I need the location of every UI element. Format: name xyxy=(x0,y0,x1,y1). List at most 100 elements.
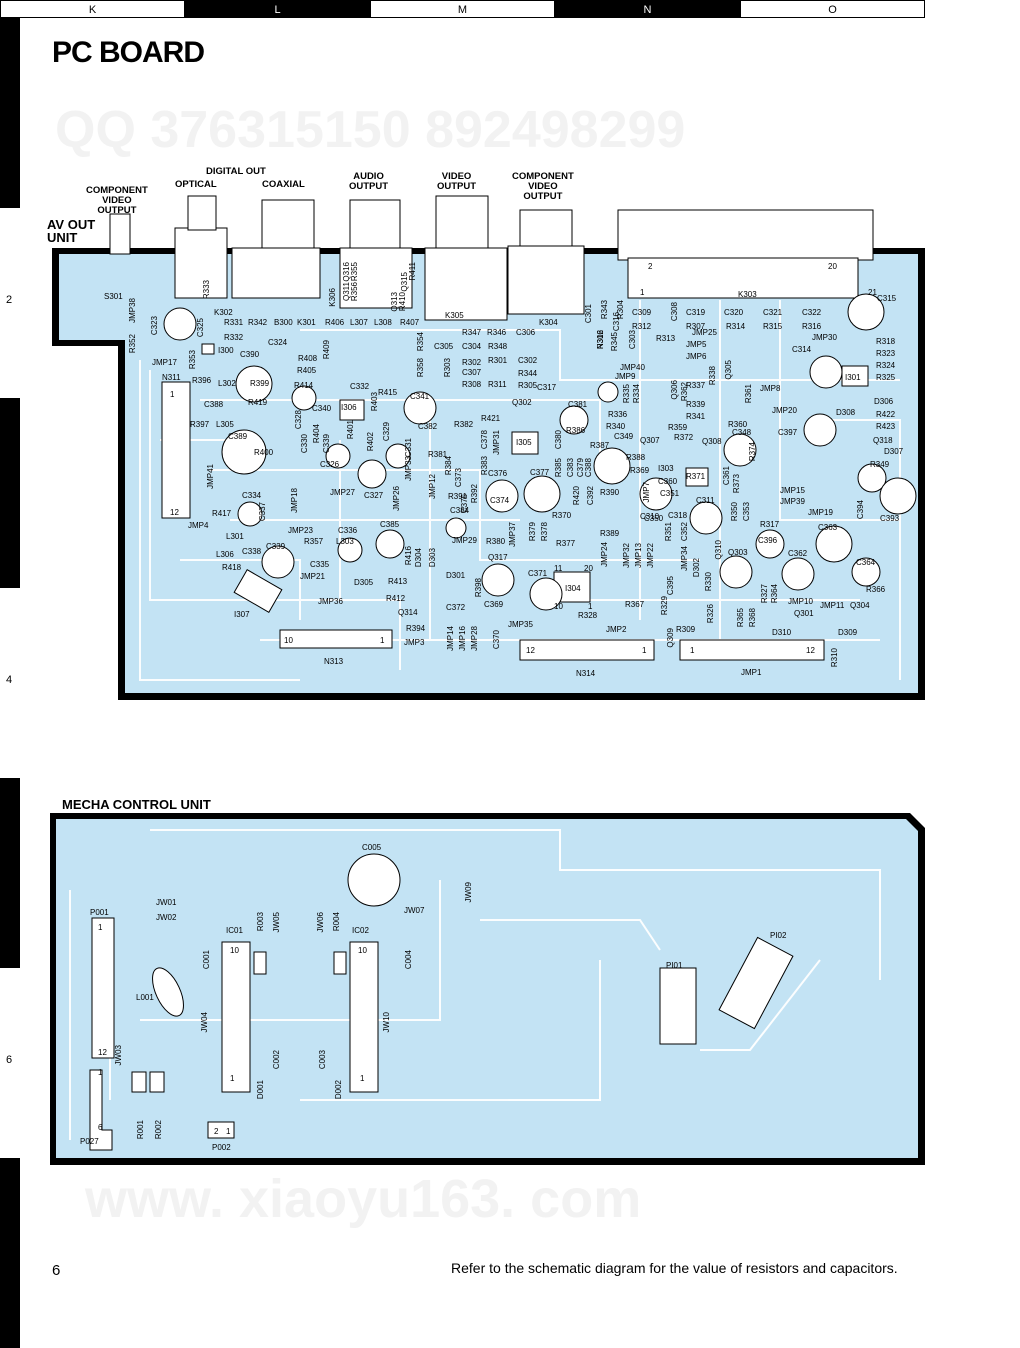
component-ref-label: C318 xyxy=(668,511,688,520)
component-ref-label: L307 xyxy=(350,318,368,327)
component-ref-label: R420 xyxy=(572,486,581,506)
connector-pin-number: 12 xyxy=(806,646,815,655)
component-ref-label: JMP18 xyxy=(290,488,299,513)
grid-row-3: 3 xyxy=(6,484,13,496)
component-ref-label: D309 xyxy=(838,628,858,637)
component-ref-label: I305 xyxy=(516,438,532,447)
component-ref-label: R335 xyxy=(622,384,631,404)
component-ref-label: C348 xyxy=(732,428,752,437)
component-ref-label: C381 xyxy=(568,400,588,409)
page-title: PC BOARD xyxy=(52,36,205,69)
component-ref-label: D307 xyxy=(884,447,904,456)
component-ref-label: R341 xyxy=(686,412,706,421)
component-ref-label: Q309 xyxy=(666,628,675,648)
connector-pin-number: 2 xyxy=(648,262,653,271)
component-ref-label: R417 xyxy=(212,509,232,518)
component-ref-label: C314 xyxy=(792,345,812,354)
component-ref-label: R392 xyxy=(470,484,479,504)
mecha-component-ref-label: PI01 xyxy=(666,961,683,970)
component-ref-label: R331 xyxy=(224,318,244,327)
component-ref-label: R311 xyxy=(488,380,507,389)
component-ref-label: R324 xyxy=(876,361,896,370)
component-ref-label: C385 xyxy=(380,520,400,529)
component-ref-label: JMP31 xyxy=(492,430,501,455)
component-ref-label: JMP40 xyxy=(620,363,645,372)
component-ref-label: C306 xyxy=(516,328,536,337)
component-ref-label: C325 xyxy=(196,318,205,338)
component-ref-label: K304 xyxy=(539,318,558,327)
mecha-component-ref-label: P001 xyxy=(90,908,109,917)
component-ref-label: R378 xyxy=(540,522,549,542)
component-ref-label: R379 xyxy=(528,522,537,542)
component-ref-label: R365 xyxy=(736,608,745,628)
digital-out-text: DIGITAL OUT xyxy=(206,166,266,177)
audio-output-heading: AUDIO OUTPUT xyxy=(349,171,389,192)
component-ref-label: C322 xyxy=(802,308,822,317)
component-ref-label: JMP12 xyxy=(428,474,437,499)
component-ref-label: JMP25 xyxy=(692,328,717,337)
component-ref-label: R373 xyxy=(732,474,741,494)
connector-pin-number: 10 xyxy=(284,636,293,645)
component-ref-label: R374 xyxy=(748,442,757,462)
component-ref-label: JMP6 xyxy=(686,352,707,361)
component-ref-label: R313 xyxy=(656,334,676,343)
component-ref-label: R408 xyxy=(298,354,318,363)
component-ref-label: R337 xyxy=(686,381,706,390)
component-ref-label: D301 xyxy=(446,571,466,580)
component-ref-label: Q304 xyxy=(850,601,870,610)
component-ref-label: R323 xyxy=(876,349,896,358)
mecha-component-ref-label: PI02 xyxy=(770,931,787,940)
component-ref-label: Q314 xyxy=(398,608,418,617)
component-ref-label: C388 xyxy=(204,400,224,409)
component-ref-label: R384 xyxy=(444,456,453,476)
component-ref-label: R423 xyxy=(876,422,896,431)
grid-row-5: 5 xyxy=(6,864,13,876)
component-ref-label: R316 xyxy=(802,322,822,331)
component-ref-label: R329 xyxy=(660,596,669,616)
grid-column-band: K L M N O xyxy=(0,0,925,18)
component-ref-label: R346 xyxy=(487,328,507,337)
component-ref-label: C310 xyxy=(640,512,660,521)
component-ref-label: D304 xyxy=(414,548,423,568)
mecha-component-ref-label: IC02 xyxy=(352,926,369,935)
mecha-pin-number: 1 xyxy=(98,923,103,932)
component-ref-label: C305 xyxy=(434,342,454,351)
component-ref-label: JMP15 xyxy=(780,486,805,495)
mecha-component-ref-label: R001 xyxy=(136,1120,145,1140)
mecha-component-ref-label: JW10 xyxy=(382,1012,391,1033)
connector-pin-number: 21 xyxy=(868,288,877,297)
component-ref-label: C352 xyxy=(680,522,689,542)
mecha-component-ref-label: C005 xyxy=(362,843,382,852)
page-number: 6 xyxy=(52,1262,61,1279)
component-ref-label: JMP4 xyxy=(188,521,209,530)
component-ref-label: JMP5 xyxy=(686,340,707,349)
component-ref-label: R340 xyxy=(606,422,626,431)
connector-pin-number: 1 xyxy=(640,288,645,297)
video-output-heading: VIDEO OUTPUT xyxy=(437,171,477,192)
component-ref-label: Q303 xyxy=(728,548,748,557)
component-ref-label: R308 xyxy=(462,380,482,389)
connector-pin-number: 12 xyxy=(526,646,535,655)
component-ref-label: R301 xyxy=(488,356,508,365)
component-ref-label: C383 xyxy=(566,458,575,478)
grid-col-l: L xyxy=(185,0,370,18)
component-ref-label: D303 xyxy=(428,548,437,568)
component-ref-label: JMP39 xyxy=(780,497,805,506)
component-right-heading: COMPONENT VIDEO OUTPUT xyxy=(512,171,574,202)
component-ref-label: R348 xyxy=(488,342,508,351)
connector-pin-number: 1 xyxy=(170,390,175,399)
component-ref-label: D306 xyxy=(874,397,894,406)
component-ref-label: R360 xyxy=(728,420,748,429)
component-ref-label: C341 xyxy=(410,392,430,401)
connector-pin-number: 1 xyxy=(690,646,695,655)
component-ref-label: R366 xyxy=(866,585,886,594)
component-ref-label: R403 xyxy=(370,392,379,412)
component-ref-label: JMP3 xyxy=(404,638,425,647)
component-ref-label: R381 xyxy=(428,450,448,459)
coaxial-heading: COAXIAL xyxy=(262,179,305,190)
component-ref-label: R391 xyxy=(448,492,468,501)
component-ref-label: JMP36 xyxy=(318,597,343,606)
component-ref-label: R386 xyxy=(566,426,586,435)
component-ref-label: R385 xyxy=(554,458,563,478)
component-ref-label: R389 xyxy=(600,529,620,538)
